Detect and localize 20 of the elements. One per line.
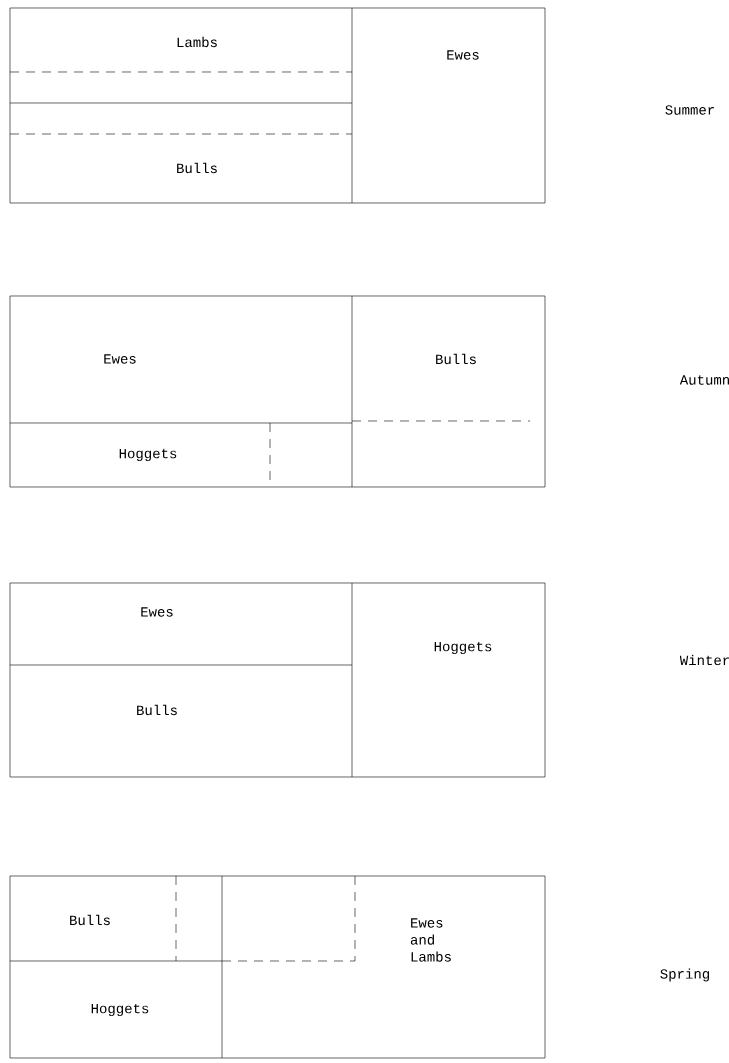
paddock-label: Bulls <box>436 353 476 365</box>
paddock-label: Ewes and Lambs <box>410 918 451 962</box>
season-label: Winter <box>679 654 729 666</box>
field-outline <box>9 875 546 1059</box>
paddock-label: Ewes <box>447 50 479 60</box>
paddock-label: Lambs <box>177 36 217 48</box>
paddock-label: Ewes <box>141 607 173 617</box>
paddock-label: Bulls <box>137 704 177 716</box>
paddock-label: Hoggets <box>91 1003 149 1017</box>
field-outline <box>9 295 546 488</box>
paddock-label: Hoggets <box>119 448 177 462</box>
paddock-label: Ewes <box>104 354 136 364</box>
paddock-label: Hoggets <box>434 641 492 655</box>
paddock-label: Bulls <box>70 914 110 926</box>
season-label: Summer <box>665 105 714 115</box>
paddock-label: Bulls <box>177 162 217 174</box>
field-outline <box>9 582 546 778</box>
field-outline <box>9 7 546 204</box>
season-label: Autumn <box>679 375 729 385</box>
season-label: Spring <box>660 968 709 982</box>
